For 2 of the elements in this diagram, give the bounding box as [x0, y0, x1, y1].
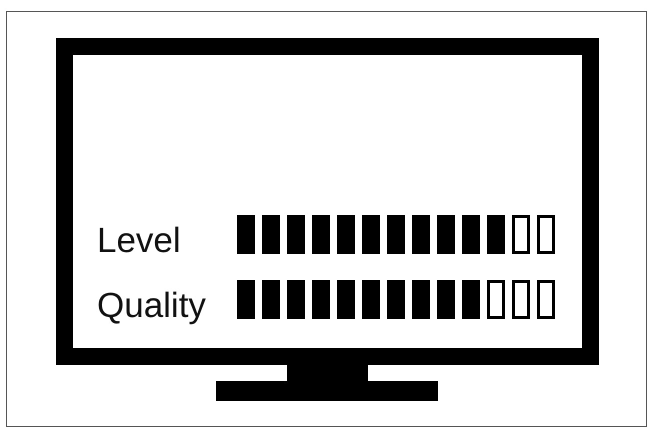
meter-label: Quality	[97, 288, 206, 323]
meter-label: Level	[97, 223, 181, 258]
